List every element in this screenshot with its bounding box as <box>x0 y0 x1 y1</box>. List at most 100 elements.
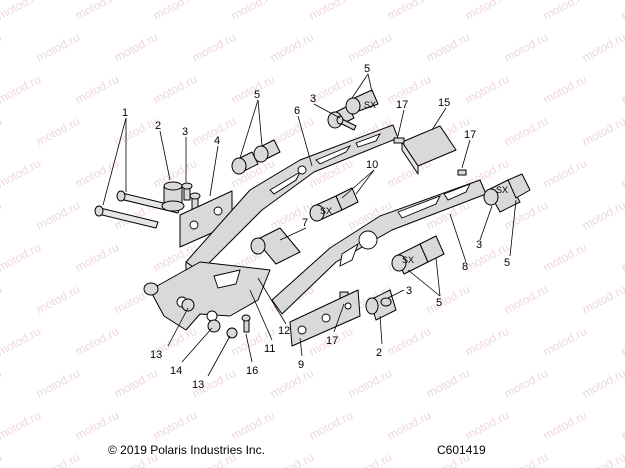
watermark-text: motod.ru <box>424 30 472 65</box>
callout-12: 12 <box>278 325 290 337</box>
watermark-text: motod.ru <box>580 450 625 468</box>
watermark-text: motod.ru <box>0 156 43 191</box>
watermark-text: motod.ru <box>580 366 625 401</box>
part-2-bushing-left <box>161 181 185 212</box>
watermark-text: motod.ru <box>0 282 4 317</box>
watermark-text: motod.ru <box>502 114 550 149</box>
callout-1: 1 <box>122 107 128 119</box>
watermark-text: motod.ru <box>73 324 121 359</box>
watermark-text: motod.ru <box>112 30 160 65</box>
part-15-block <box>401 125 457 175</box>
watermark-text: motod.ru <box>580 30 625 65</box>
part-7-bushing <box>250 227 301 265</box>
watermark-text: motod.ru <box>580 198 625 233</box>
watermark-text: motod.ru <box>580 282 625 317</box>
watermark-text: motod.ru <box>502 282 550 317</box>
watermark-text: motod.ru <box>0 366 4 401</box>
watermark-text: motod.ru <box>463 72 511 107</box>
callout-2-left: 2 <box>155 120 161 132</box>
callout-17-lower: 17 <box>326 335 338 347</box>
callout-5-top-left: 5 <box>254 89 260 101</box>
watermark-text: motod.ru <box>541 156 589 191</box>
sx-label-lower-right: SX <box>402 255 414 265</box>
callout-17-right: 17 <box>464 129 476 141</box>
watermark-text: motod.ru <box>34 366 82 401</box>
watermark-text: motod.ru <box>151 0 199 23</box>
watermark-text: motod.ru <box>34 282 82 317</box>
callout-11: 11 <box>264 343 275 355</box>
watermark-text: motod.ru <box>346 450 394 468</box>
callout-9: 9 <box>298 359 304 371</box>
watermark-text: motod.ru <box>229 408 277 443</box>
watermark-text: motod.ru <box>385 408 433 443</box>
watermark-text: motod.ru <box>73 72 121 107</box>
callout-6: 6 <box>294 105 300 117</box>
watermark-text: motod.ru <box>112 366 160 401</box>
watermark-text: motod.ru <box>502 30 550 65</box>
watermark-text: motod.ru <box>580 114 625 149</box>
watermark-text: motod.ru <box>0 408 43 443</box>
watermark-text: motod.ru <box>307 408 355 443</box>
part-8-right-rail <box>271 179 487 315</box>
watermark-text: motod.ru <box>541 0 589 23</box>
watermark-text: motod.ru <box>619 240 625 275</box>
callout-13-lower: 13 <box>192 379 204 391</box>
callout-3-right: 3 <box>476 239 482 251</box>
watermark-text: motod.ru <box>385 72 433 107</box>
watermark-text: motod.ru <box>0 450 4 468</box>
callout-2-right: 2 <box>376 347 382 359</box>
watermark-text: motod.ru <box>502 366 550 401</box>
sx-label-right: SX <box>496 185 508 195</box>
watermark-text: motod.ru <box>541 72 589 107</box>
watermark-text: motod.ru <box>424 366 472 401</box>
watermark-text: motod.ru <box>151 72 199 107</box>
watermark-text: motod.ru <box>424 282 472 317</box>
part-5-bushings-lower-right: SX <box>391 235 445 275</box>
watermark-text: motod.ru <box>463 0 511 23</box>
watermark-text: motod.ru <box>463 324 511 359</box>
callout-15: 15 <box>438 97 450 109</box>
watermark-text: motod.ru <box>229 0 277 23</box>
callout-5-right: 5 <box>504 257 510 269</box>
copyright-text: © 2019 Polaris Industries Inc. <box>108 443 265 457</box>
callout-7: 7 <box>302 217 308 229</box>
figure-id: C601419 <box>437 443 486 457</box>
callout-17-top: 17 <box>396 99 408 111</box>
part-5-bushings-top-left <box>231 139 281 175</box>
watermark-text: motod.ru <box>385 0 433 23</box>
watermark-text: motod.ru <box>268 198 316 233</box>
watermark-text: motod.ru <box>34 450 82 468</box>
watermark-text: motod.ru <box>0 72 43 107</box>
part-10-bushings: SX <box>309 187 359 222</box>
watermark-text: motod.ru <box>0 198 4 233</box>
callout-5-lower-right: 5 <box>436 297 442 309</box>
watermark-text: motod.ru <box>73 408 121 443</box>
callout-10: 10 <box>366 159 378 171</box>
watermark-text: motod.ru <box>0 324 43 359</box>
watermark-text: motod.ru <box>268 450 316 468</box>
part-5-bushings-right: SX <box>483 173 531 213</box>
watermark-text: motod.ru <box>346 30 394 65</box>
callout-14: 14 <box>170 365 182 377</box>
watermark-text: motod.ru <box>73 0 121 23</box>
callout-16: 16 <box>246 365 258 377</box>
watermark-text: motod.ru <box>463 408 511 443</box>
sx-label-top: SX <box>364 100 376 110</box>
callout-5-top: 5 <box>364 63 370 75</box>
watermark-text: motod.ru <box>502 450 550 468</box>
callout-3-lower: 3 <box>406 285 412 297</box>
watermark-text: motod.ru <box>151 408 199 443</box>
watermark-text: motod.ru <box>0 0 43 23</box>
watermark-text: motod.ru <box>268 366 316 401</box>
watermark-text: motod.ru <box>268 30 316 65</box>
callout-3-top: 3 <box>310 93 316 105</box>
callout-13-upper: 13 <box>150 349 162 361</box>
watermark-text: motod.ru <box>619 0 625 23</box>
part-3-bolt-top <box>336 115 357 131</box>
watermark-text: motod.ru <box>385 324 433 359</box>
watermark-text: motod.ru <box>541 408 589 443</box>
watermark-text: motod.ru <box>541 324 589 359</box>
watermark-text: motod.ru <box>73 240 121 275</box>
